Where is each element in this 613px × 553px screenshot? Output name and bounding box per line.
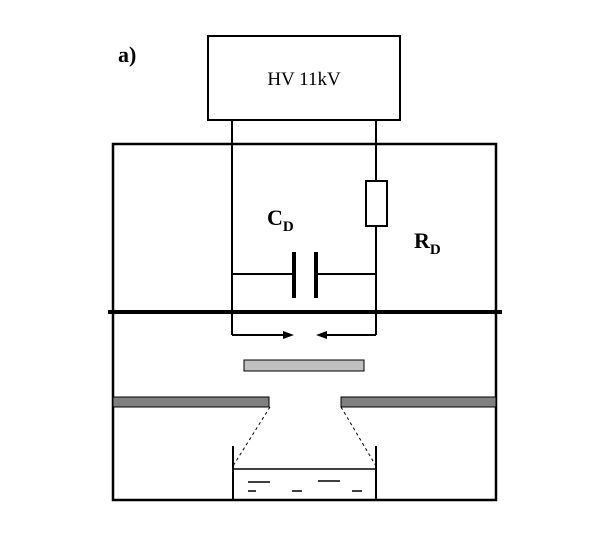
resistor-symbol [365, 180, 388, 227]
arrow-left-icon [316, 331, 327, 339]
panel-label: a) [118, 42, 136, 67]
liquid-dashes [248, 480, 362, 492]
liquid-container [232, 446, 377, 501]
electrode-bar [243, 359, 365, 372]
resistor-label: RD [414, 228, 441, 258]
right-plate [340, 396, 497, 408]
arrow-right-icon [283, 331, 294, 339]
cone-line-left [232, 406, 271, 467]
hv-power-supply-box [207, 35, 401, 121]
upper-chamber-wall [111, 142, 498, 314]
capacitor-label: CD [267, 205, 294, 235]
left-plate [112, 396, 270, 408]
cone-line-right [340, 406, 377, 467]
hv-power-supply-label: HV 11kV [267, 69, 341, 90]
